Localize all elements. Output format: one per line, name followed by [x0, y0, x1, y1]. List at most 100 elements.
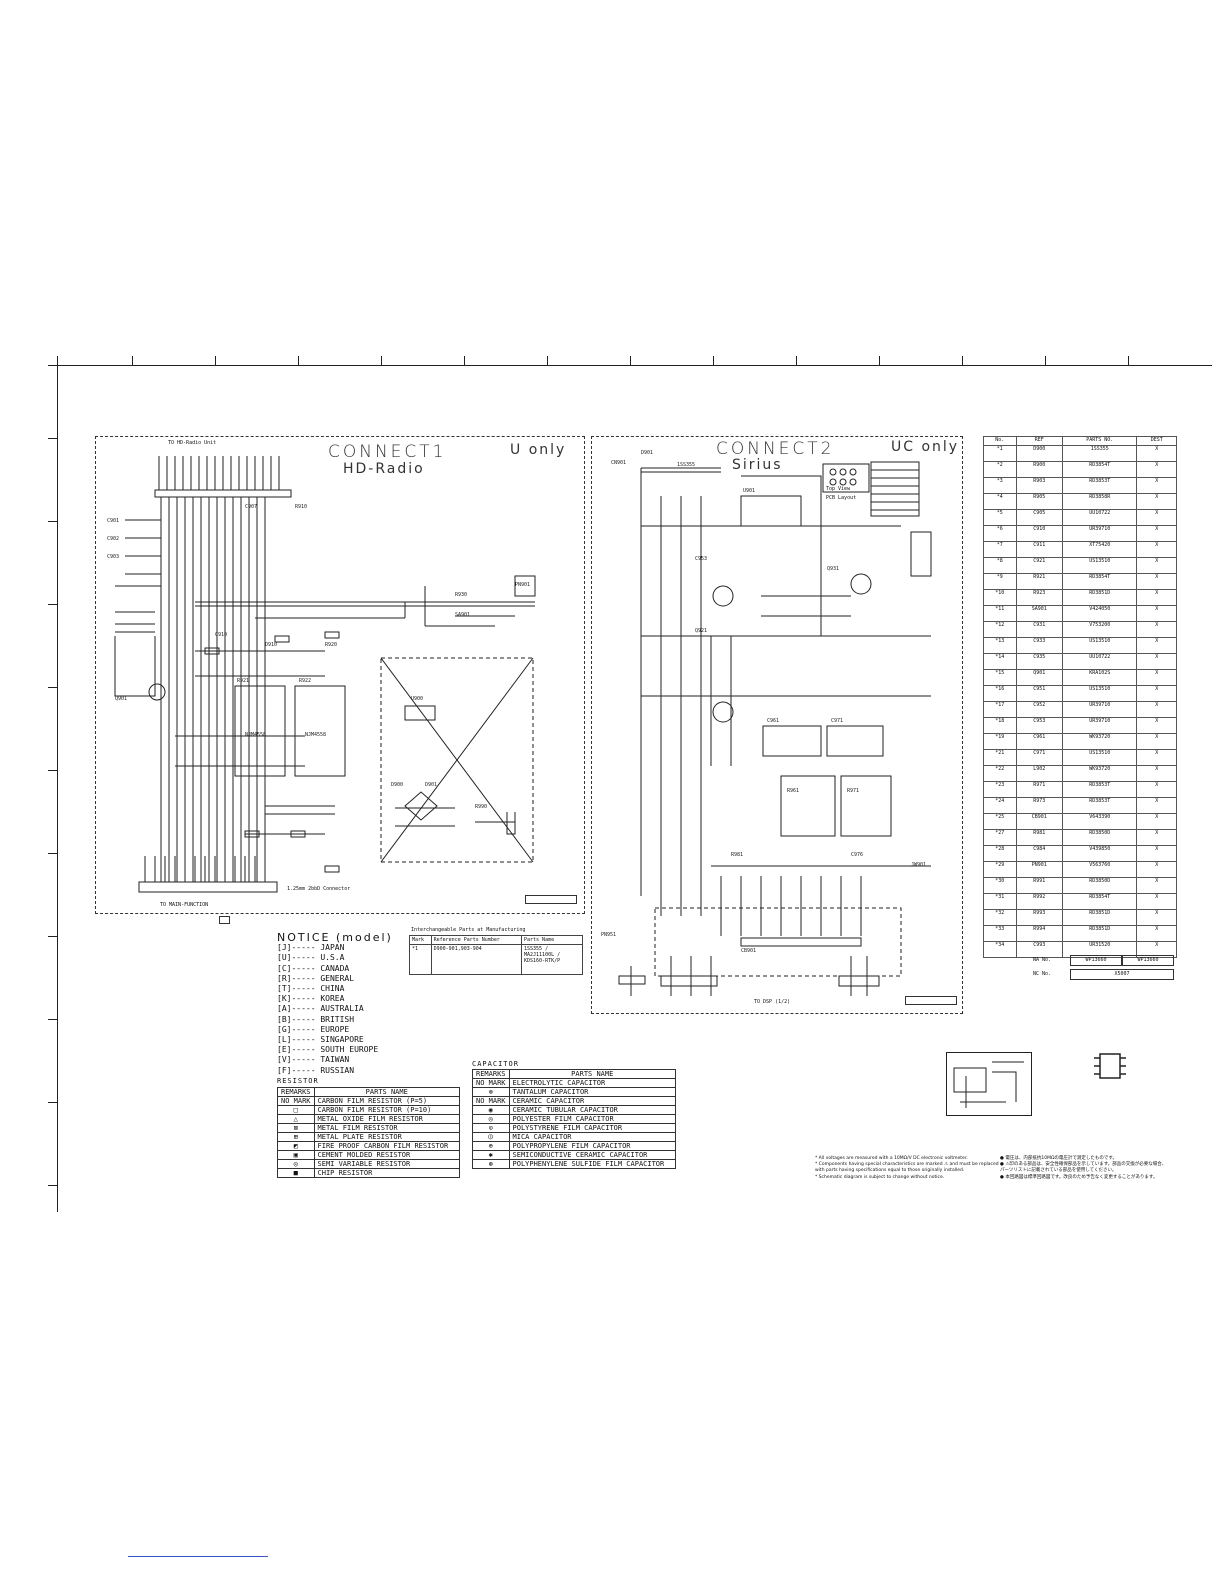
- svg-text:D900: D900: [391, 782, 403, 788]
- connect1-top-label: TO HD-Radio Unit: [168, 440, 217, 446]
- resistor-mark: NO MARK: [277, 1096, 315, 1106]
- parts-cell: V439850: [1062, 845, 1138, 862]
- grid-tick: [48, 687, 58, 688]
- svg-text:PN901: PN901: [515, 582, 530, 588]
- parts-cell: *1: [983, 445, 1017, 462]
- parts-cell: C905: [1015, 509, 1064, 526]
- resistor-mark: ⊞: [277, 1132, 315, 1142]
- parts-cell: RD3853T: [1062, 797, 1138, 814]
- connect2-id-box: [905, 996, 957, 1005]
- parts-cell: *7: [983, 541, 1017, 558]
- parts-cell: *3: [983, 477, 1017, 494]
- svg-text:D910: D910: [265, 642, 277, 648]
- capacitor-name: POLYPHENYLENE SULFIDE FILM CAPACITOR: [508, 1159, 677, 1169]
- svg-text:U900: U900: [411, 696, 423, 702]
- parts-cell: *12: [983, 621, 1017, 638]
- notes-japanese: ● 電圧は、内部抵抗10MΩの電圧計で測定したものです。 ● ⚠印のある部品は、…: [1000, 1156, 1166, 1181]
- resistor-header: REMARKS: [277, 1087, 315, 1097]
- svg-text:R910: R910: [295, 504, 307, 510]
- parts-cell: *11: [983, 605, 1017, 622]
- parts-cell: 1SS355: [1062, 445, 1138, 462]
- grid-tick: [48, 770, 58, 771]
- svg-text:CN901: CN901: [611, 460, 626, 466]
- resistor-mark: ◩: [277, 1141, 315, 1151]
- na-value-text: WP13660: [1137, 957, 1159, 963]
- notice-item: [A]----- AUSTRALIA: [277, 1004, 364, 1014]
- parts-cell: *32: [983, 909, 1017, 926]
- parts-cell: RD3850D: [1062, 829, 1138, 846]
- parts-cell: RD3853T: [1062, 477, 1138, 494]
- parts-cell: X: [1136, 877, 1177, 894]
- svg-text:R920: R920: [325, 642, 337, 648]
- parts-cell: X: [1136, 733, 1177, 750]
- notice-item: [G]----- EUROPE: [277, 1024, 350, 1034]
- grid-tick: [48, 853, 58, 854]
- footer-link-underline[interactable]: [128, 1556, 268, 1557]
- resistor-name: METAL FILM RESISTOR: [313, 1123, 461, 1133]
- parts-cell: R991: [1015, 877, 1064, 894]
- parts-cell: *29: [983, 861, 1017, 878]
- interchangeable-cell: D900-901,903-904: [430, 944, 523, 975]
- notice-item: [B]----- BRITISH: [277, 1014, 355, 1024]
- resistor-name: SEMI VARIABLE RESISTOR: [313, 1159, 461, 1169]
- interchangeable-header: Reference Parts Number: [430, 935, 523, 945]
- parts-cell: *22: [983, 765, 1017, 782]
- parts-cell: X: [1136, 797, 1177, 814]
- svg-text:SA901: SA901: [455, 612, 470, 618]
- svg-text:R922: R922: [299, 678, 311, 684]
- connect1-id-box: [525, 895, 577, 904]
- parts-cell: R993: [1015, 909, 1064, 926]
- parts-cell: *15: [983, 669, 1017, 686]
- parts-cell: X: [1136, 509, 1177, 526]
- parts-cell: XT75420: [1062, 541, 1138, 558]
- parts-header: DEST: [1136, 436, 1177, 446]
- svg-text:Q901: Q901: [115, 696, 127, 702]
- parts-cell: CB901: [1015, 813, 1064, 830]
- parts-cell: Q901: [1015, 669, 1064, 686]
- parts-cell: *14: [983, 653, 1017, 670]
- interchangeable-table: Mark Reference Parts Number Parts Name *…: [409, 935, 583, 975]
- connect2-top-view: Top View: [826, 486, 851, 492]
- parts-cell: X: [1136, 861, 1177, 878]
- capacitor-name: CERAMIC TUBULAR CAPACITOR: [508, 1105, 677, 1115]
- parts-cell: X: [1136, 893, 1177, 910]
- grid-tick: [547, 356, 548, 366]
- grid-tick: [48, 521, 58, 522]
- parts-cell: *6: [983, 525, 1017, 542]
- notice-item: [L]----- SINGAPORE: [277, 1035, 364, 1045]
- parts-cell: UR39710: [1062, 701, 1138, 718]
- parts-cell: *17: [983, 701, 1017, 718]
- parts-cell: X: [1136, 717, 1177, 734]
- resistor-mark: ◎: [277, 1159, 315, 1169]
- resistor-name: CARBON FILM RESISTOR (P=10): [313, 1105, 461, 1115]
- parts-cell: X: [1136, 781, 1177, 798]
- parts-cell: SA901: [1015, 605, 1064, 622]
- grid-tick: [48, 1102, 58, 1103]
- resistor-name: METAL OXIDE FILM RESISTOR: [313, 1114, 461, 1124]
- svg-text:R961: R961: [787, 788, 799, 794]
- parts-cell: R973: [1015, 797, 1064, 814]
- parts-cell: X: [1136, 477, 1177, 494]
- svg-text:C903: C903: [107, 554, 119, 560]
- capacitor-name: POLYSTYRENE FILM CAPACITOR: [508, 1123, 677, 1133]
- parts-cell: RD3851D: [1062, 589, 1138, 606]
- svg-text:R990: R990: [475, 804, 487, 810]
- connect2-pcb-label: PCB Layout: [826, 495, 857, 501]
- parts-cell: *27: [983, 829, 1017, 846]
- grid-tick: [1128, 356, 1129, 366]
